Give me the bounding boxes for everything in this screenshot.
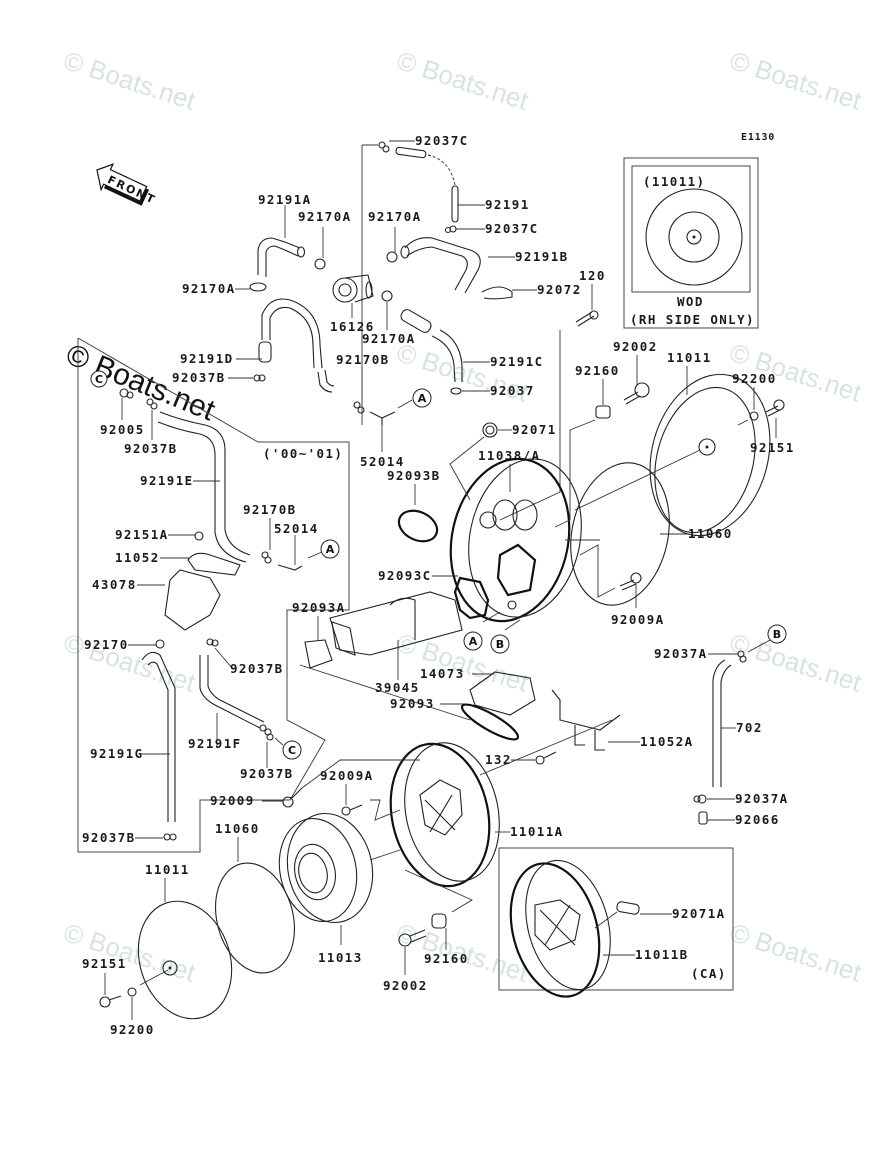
right-cover-group: 92002 92160 11011 92200 92151 11060 9200…: [554, 339, 795, 627]
reed-valve-16126: [332, 274, 374, 303]
label-92170: 92170: [84, 637, 129, 652]
label-92009A-mid: 92009A: [320, 768, 374, 783]
label-92009A-right: 92009A: [611, 612, 665, 627]
label-92170A-2: 92170A: [368, 209, 422, 224]
label-92037A-bot: 92037A: [735, 791, 789, 806]
label-92037B-c: 92037B: [230, 661, 284, 676]
watermark: © Boats.net: [60, 627, 200, 698]
inset-years-frame: ('00~'01): [77, 337, 350, 853]
ref-marker-C: C: [95, 373, 103, 386]
label-92093: 92093: [390, 696, 435, 711]
watermark: © Boats.net: [726, 917, 866, 988]
inset-ca: 92071A 11011B (CA): [498, 847, 734, 998]
label-92160-top: 92160: [575, 363, 620, 378]
label-92037B-b: 92037B: [124, 441, 178, 456]
label-11060-right: 11060: [688, 526, 733, 541]
label-92191C: 92191C: [490, 354, 544, 369]
diagram-code: E1130: [741, 132, 775, 143]
label-92009: 92009: [210, 793, 255, 808]
label-52014-mid: 52014: [274, 521, 319, 536]
label-11011B: 11011B: [635, 947, 689, 962]
label-16126: 16126: [330, 319, 375, 334]
label-132: 132: [485, 752, 512, 767]
label-92160-bot: 92160: [424, 951, 469, 966]
label-92037C-top: 92037C: [415, 133, 469, 148]
label-92191E: 92191E: [140, 473, 194, 488]
label-11052: 11052: [115, 550, 160, 565]
label-92170A-1: 92170A: [298, 209, 352, 224]
label-92005: 92005: [100, 422, 145, 437]
label-11011-bot: 11011: [145, 862, 190, 877]
label-92072: 92072: [537, 282, 582, 297]
label-92037B-e: 92037B: [82, 830, 136, 845]
label-92170A-3: 92170A: [362, 331, 416, 346]
upper-hose-group: 92037C 92191 92037C 92191A 92170A 92170A…: [172, 133, 606, 521]
label-39045: 39045: [375, 680, 420, 695]
inset-years-caption: ('00~'01): [263, 446, 343, 461]
label-43078: 43078: [92, 577, 137, 592]
inset-wod-caption-2: (RH SIDE ONLY): [630, 312, 755, 327]
ref-marker-B-2: B: [773, 628, 781, 641]
label-11011-top: 11011: [667, 350, 712, 365]
watermarks: © Boats.net © Boats.net © Boats.net © Bo…: [60, 45, 866, 988]
ref-marker-A-3: A: [469, 635, 478, 648]
left-breather-group: C 92005 92037B 92191E 92170B 52014 A 921…: [82, 370, 340, 845]
label-92191A: 92191A: [258, 192, 312, 207]
inset-ca-caption: (CA): [691, 966, 727, 981]
label-92191G: 92191G: [90, 746, 144, 761]
label-92093A: 92093A: [292, 600, 346, 615]
inset-wod-caption: WOD: [677, 294, 704, 309]
label-14073: 14073: [420, 666, 465, 681]
label-92037A-top: 92037A: [654, 646, 708, 661]
label-11052A: 11052A: [640, 734, 694, 749]
label-92151-top: 92151: [750, 440, 795, 455]
label-92191D: 92191D: [180, 351, 234, 366]
label-92093B: 92093B: [387, 468, 441, 483]
lower-filter-group: 11011A 92009A 92009 11013 11060 11011 92…: [82, 719, 613, 1037]
label-92170A-left: 92170A: [182, 281, 236, 296]
ref-marker-B: B: [496, 638, 504, 651]
ref-marker-A: A: [418, 392, 427, 405]
label-92191: 92191: [485, 197, 530, 212]
label-92191F: 92191F: [188, 736, 242, 751]
label-92151-bot: 92151: [82, 956, 127, 971]
watermark: © Boats.net: [60, 917, 200, 988]
watermark: © Boats.net: [393, 45, 533, 116]
inset-wod-ref: (11011): [643, 174, 705, 189]
label-92066: 92066: [735, 812, 780, 827]
label-92200-top: 92200: [732, 371, 777, 386]
label-11013: 11013: [318, 950, 363, 965]
watermark: © Boats.net: [726, 627, 866, 698]
label-92037B-a: 92037B: [172, 370, 226, 385]
drain-hose-group: B 92037A 702 92037A 92066: [654, 624, 789, 827]
label-92170B-mid: 92170B: [243, 502, 297, 517]
label-92002-top: 92002: [613, 339, 658, 354]
label-52014-top: 52014: [360, 454, 405, 469]
label-92071A: 92071A: [672, 906, 726, 921]
label-702: 702: [736, 720, 763, 735]
label-11011A: 11011A: [510, 824, 564, 839]
label-92191B: 92191B: [515, 249, 569, 264]
label-92037C-mid: 92037C: [485, 221, 539, 236]
center-housing-group: 11038/A 92093B 92071 92093C 39045 92093A: [292, 422, 694, 767]
label-92170B-top: 92170B: [336, 352, 390, 367]
label-92093C: 92093C: [378, 568, 432, 583]
label-92037: 92037: [490, 383, 535, 398]
label-11060-left: 11060: [215, 821, 260, 836]
ref-marker-C-2: C: [288, 744, 296, 757]
label-92071: 92071: [512, 422, 557, 437]
watermark: © Boats.net: [60, 45, 200, 116]
label-92037B-d: 92037B: [240, 766, 294, 781]
ref-marker-A-2: A: [326, 543, 335, 556]
front-arrow-icon: FRONT: [96, 163, 158, 207]
label-120: 120: [579, 268, 606, 283]
watermark: © Boats.net: [726, 45, 866, 116]
label-92200-bot: 92200: [110, 1022, 155, 1037]
label-92151A: 92151A: [115, 527, 169, 542]
inset-wod: (11011) WOD (RH SIDE ONLY): [623, 157, 759, 329]
label-92002-bot: 92002: [383, 978, 428, 993]
